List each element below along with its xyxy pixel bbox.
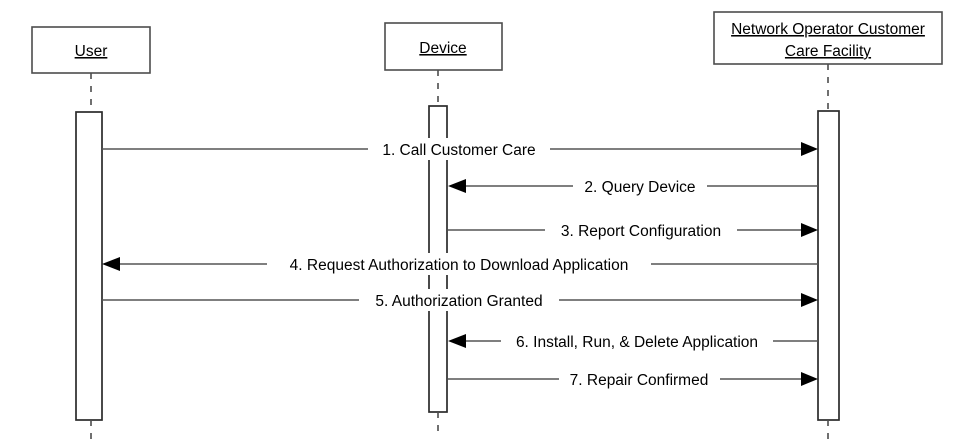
message-6-arrowhead	[448, 334, 466, 348]
message-5-arrowhead	[801, 293, 818, 307]
message-5-authorization-granted[interactable]: 5. Authorization Granted	[102, 289, 818, 311]
participant-network-operator[interactable]: Network Operator Customer Care Facility	[713, 11, 943, 440]
message-2-query-device[interactable]: 2. Query Device	[448, 175, 818, 197]
message-7-label: 7. Repair Confirmed	[570, 372, 709, 389]
message-7-repair-confirmed[interactable]: 7. Repair Confirmed	[448, 368, 818, 390]
message-4-request-authorization[interactable]: 4. Request Authorization to Download App…	[102, 253, 818, 275]
participant-label-device: Device	[419, 40, 466, 57]
message-2-arrowhead	[448, 179, 466, 193]
message-3-arrowhead	[801, 223, 818, 237]
participant-label-network-operator-line2: Care Facility	[785, 43, 871, 60]
message-5-label-backdrop	[359, 289, 559, 311]
message-6-label: 6. Install, Run, & Delete Application	[516, 334, 758, 351]
message-3-label-backdrop	[545, 219, 737, 241]
message-5-label: 5. Authorization Granted	[375, 293, 542, 310]
participant-label-user: User	[75, 43, 108, 60]
message-2-label: 2. Query Device	[584, 179, 695, 196]
participant-box-network-operator[interactable]	[713, 11, 943, 65]
message-7-label-backdrop	[559, 368, 720, 390]
activation-bar-user[interactable]	[75, 111, 103, 421]
message-1-label-backdrop	[368, 138, 550, 160]
message-3-label: 3. Report Configuration	[561, 223, 721, 240]
message-4-label: 4. Request Authorization to Download App…	[290, 257, 629, 274]
participant-label-network-operator-line1: Network Operator Customer	[731, 21, 925, 38]
message-1-call-customer-care[interactable]: 1. Call Customer Care	[102, 138, 818, 160]
participant-box-device[interactable]	[384, 22, 503, 71]
activation-bar-network-operator[interactable]	[817, 110, 840, 421]
message-1-arrowhead	[801, 142, 818, 156]
message-2-label-backdrop	[573, 175, 707, 197]
message-6-install-run-delete-application[interactable]: 6. Install, Run, & Delete Application	[448, 330, 818, 352]
message-7-arrowhead	[801, 372, 818, 386]
participant-user[interactable]: User	[31, 26, 151, 440]
message-3-report-configuration[interactable]: 3. Report Configuration	[448, 219, 818, 241]
participant-box-user[interactable]	[31, 26, 151, 74]
message-6-label-backdrop	[501, 330, 773, 352]
message-4-label-backdrop	[267, 253, 651, 275]
message-1-label: 1. Call Customer Care	[382, 142, 535, 159]
message-4-arrowhead	[102, 257, 120, 271]
